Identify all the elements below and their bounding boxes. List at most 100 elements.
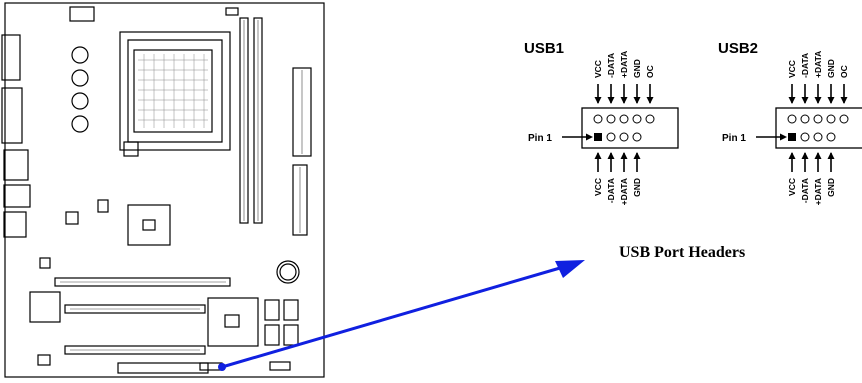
usb1-bottom-label: GND — [632, 178, 642, 197]
cpu-pin-hatching — [138, 54, 208, 128]
south-bridge-core — [224, 314, 240, 328]
caption: USB Port Headers — [619, 244, 745, 261]
usb2-top-arrow-head — [801, 97, 809, 104]
usb1-pin-top — [606, 114, 616, 124]
usb1-bottom-label: +DATA — [619, 178, 629, 205]
capacitor — [71, 115, 89, 133]
usb2-top-arrow-head — [788, 97, 796, 104]
dimm-hatching — [60, 20, 303, 351]
usb1-pin-top — [619, 114, 629, 124]
usb1-top-label: OC — [645, 65, 655, 78]
io-usb-stack — [3, 149, 29, 181]
usb1-title: USB1 — [524, 40, 564, 57]
usb1-bottom-label: -DATA — [606, 178, 616, 203]
dimm-slot-2 — [253, 17, 263, 224]
usb2-bottom-arrow-head — [814, 152, 822, 159]
dimm-slot-1 — [239, 17, 249, 224]
io-lan-port — [3, 184, 31, 208]
usb1-pin1-arrow-head — [586, 133, 593, 141]
usb2-top-arrow-head — [814, 97, 822, 104]
usb2-pin-top — [787, 114, 797, 124]
usb1-pin-bottom — [619, 132, 629, 142]
north-bridge-core — [142, 219, 156, 231]
usb2-bottom-label: -DATA — [800, 178, 810, 203]
capacitor — [71, 92, 89, 110]
pointer-line — [221, 266, 561, 369]
usb1-top-arrow-head — [633, 97, 641, 104]
pci-slot-2 — [64, 345, 206, 355]
usb1-bottom-arrow-head — [607, 152, 615, 159]
sata-connector — [264, 299, 280, 321]
jumper — [39, 257, 51, 269]
usb1-top-label: -DATA — [606, 53, 616, 78]
usb1-top-arrow-head — [646, 97, 654, 104]
small-chip — [97, 199, 109, 213]
socket-lever-base — [123, 141, 139, 157]
usb2-pin-top — [813, 114, 823, 124]
usb1-bottom-arrow-head — [594, 152, 602, 159]
front-panel-header — [269, 361, 291, 371]
sata-connector — [283, 324, 299, 346]
usb2-pin1-square — [788, 133, 796, 141]
usb1-top-arrow-head — [594, 97, 602, 104]
usb1-pin1-label: Pin 1 — [528, 133, 552, 144]
usb1-bottom-label: VCC — [593, 178, 603, 196]
usb2-top-label: -DATA — [800, 53, 810, 78]
usb2-pin-bottom — [813, 132, 823, 142]
pointer-arrow — [218, 260, 585, 371]
cpu-socket-pin-grid — [133, 49, 213, 133]
usb2-pin1-arrow-head — [780, 133, 787, 141]
usb2-top-label: GND — [826, 59, 836, 78]
usb2-bottom-label: +DATA — [813, 178, 823, 205]
fan-header — [225, 7, 239, 16]
usb2-top-label: +DATA — [813, 51, 823, 78]
usb2-bottom-arrow-head — [801, 152, 809, 159]
motherboard — [1, 2, 325, 378]
capacitor — [71, 69, 89, 87]
board-outline — [4, 2, 325, 378]
usb1-top-arrow-head — [607, 97, 615, 104]
cpu-socket-outline — [119, 31, 231, 151]
usb2-pin-bottom — [826, 132, 836, 142]
floppy-connector — [117, 362, 209, 374]
pcie-x16-slot — [54, 277, 231, 287]
capacitor — [71, 46, 89, 64]
battery — [276, 260, 300, 284]
pci-slot-1 — [64, 304, 206, 314]
usb1-pin1-square — [594, 133, 602, 141]
io-audio-port — [3, 211, 27, 238]
cpu-socket-frame — [127, 39, 223, 143]
usb1-top-arrow-head — [620, 97, 628, 104]
pointer-origin-dot — [218, 363, 226, 371]
usb1-bottom-arrow-head — [620, 152, 628, 159]
io-serial-port — [1, 34, 21, 81]
battery-inner — [279, 263, 297, 281]
usb1-top-label: GND — [632, 59, 642, 78]
jumper — [37, 354, 51, 366]
usb2-bottom-arrow-head — [827, 152, 835, 159]
usb2-pin-bottom — [800, 132, 810, 142]
usb2-bottom-label: GND — [826, 178, 836, 197]
usb1-pin-top — [645, 114, 655, 124]
atx12v-connector — [69, 6, 95, 22]
ide-connector — [292, 164, 308, 236]
usb2-top-arrow-head — [827, 97, 835, 104]
usb2-bottom-label: VCC — [787, 178, 797, 196]
pointer-head — [555, 260, 585, 278]
usb2-top-label: OC — [839, 65, 849, 78]
atx-power-connector — [292, 67, 312, 157]
usb2-header-box — [775, 107, 862, 149]
north-bridge-chip — [127, 204, 171, 246]
usb2-top-label: VCC — [787, 60, 797, 78]
usb2-pin-top — [826, 114, 836, 124]
usb2-pin1-label: Pin 1 — [722, 133, 746, 144]
sata-connector — [264, 324, 280, 346]
super-io-chip — [29, 291, 61, 323]
usb1-pin-bottom — [632, 132, 642, 142]
usb1-pin-bottom — [606, 132, 616, 142]
usb2-top-arrow-head — [840, 97, 848, 104]
usb2-pin-top — [800, 114, 810, 124]
small-chip — [65, 211, 79, 225]
